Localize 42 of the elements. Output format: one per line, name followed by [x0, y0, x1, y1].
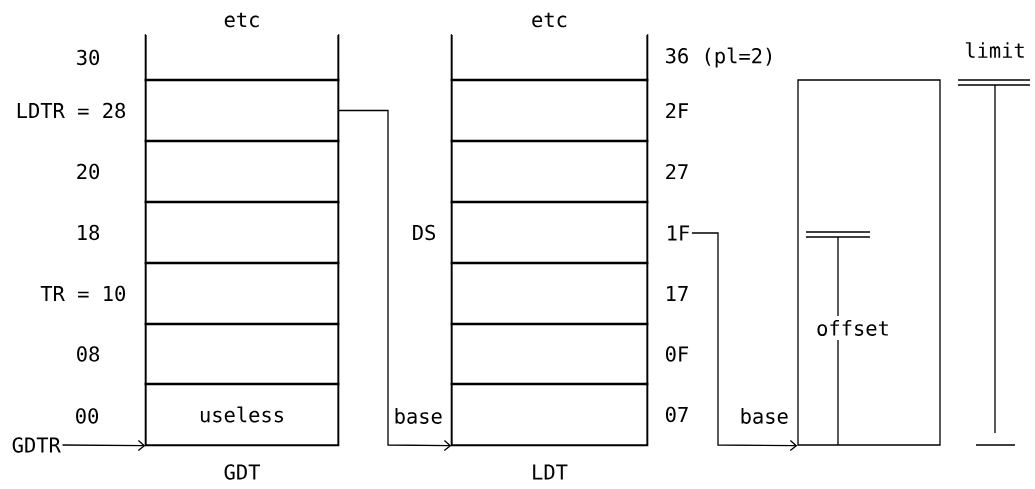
address-label: 2F	[666, 102, 689, 119]
segment-box	[797, 79, 941, 446]
address-label: 27	[666, 163, 688, 180]
table-caption: GDT	[224, 464, 260, 480]
address-label: TR = 10	[40, 285, 126, 302]
table-row: useless	[144, 382, 340, 447]
address-label: 00	[76, 408, 99, 424]
register-label: GDTR	[12, 437, 61, 453]
table-row	[144, 200, 340, 265]
table-row	[450, 261, 649, 326]
dimension-label: offset	[817, 320, 888, 336]
table-row	[144, 322, 340, 386]
address-label: 08	[77, 346, 100, 362]
continuation-text: etc	[224, 12, 259, 28]
table-row	[144, 261, 340, 326]
address-label: 07	[666, 406, 688, 423]
table-row	[144, 33, 340, 82]
table-row	[450, 382, 649, 447]
table-row	[144, 139, 340, 204]
dimension-label: limit	[965, 42, 1024, 58]
edge-label: base	[392, 407, 444, 425]
register-label: 1F	[668, 225, 690, 241]
arrow	[691, 232, 798, 452]
address-label: DS	[413, 224, 435, 241]
address-label: 0F	[666, 346, 689, 362]
table-caption: LDT	[533, 464, 568, 480]
table-row	[450, 139, 649, 204]
address-label: 36 (pl=2)	[666, 47, 772, 68]
arrow	[338, 109, 452, 452]
table-row	[450, 78, 649, 143]
address-label: 18	[78, 224, 100, 241]
table-row	[450, 33, 649, 82]
address-label: 17	[667, 286, 688, 301]
edge-label: base	[738, 407, 790, 425]
address-label: 30	[77, 49, 100, 66]
table-row	[450, 200, 649, 265]
table-row	[144, 78, 340, 143]
continuation-text: etc	[532, 12, 567, 28]
table-row	[450, 322, 649, 386]
arrow	[61, 439, 146, 452]
address-label: 20	[77, 163, 100, 180]
address-label: LDTR = 28	[17, 102, 126, 119]
